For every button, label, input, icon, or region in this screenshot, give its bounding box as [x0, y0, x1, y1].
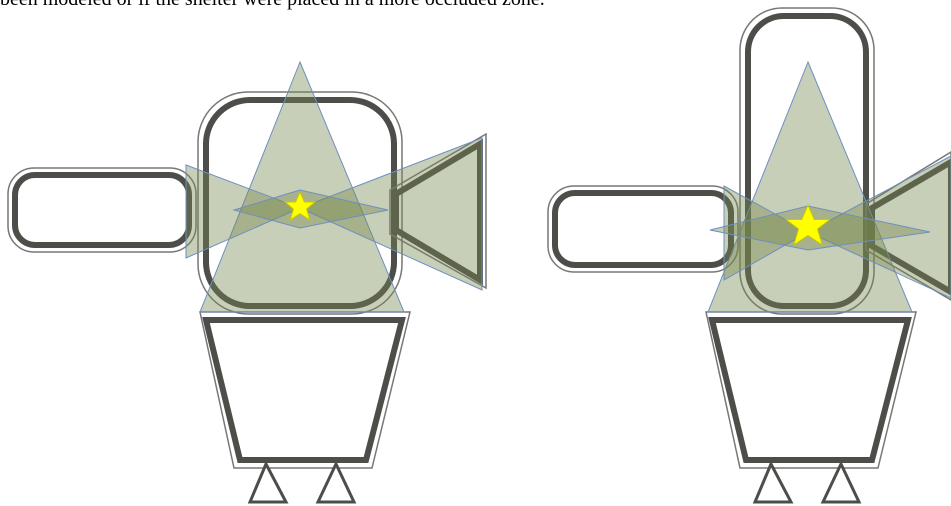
left-figure	[8, 62, 486, 502]
right-figure-foot-right	[823, 464, 859, 502]
left-figure-side-box	[8, 168, 196, 252]
left-figure-foot-right	[318, 464, 354, 502]
right-figure-foot-left	[755, 464, 791, 502]
right-wedge-vertical	[708, 62, 912, 312]
right-figure-body	[706, 312, 916, 468]
right-figure-side-box	[548, 186, 738, 272]
left-figure-body	[200, 312, 410, 468]
left-figure-foot-left	[250, 464, 286, 502]
right-figure	[548, 8, 951, 502]
